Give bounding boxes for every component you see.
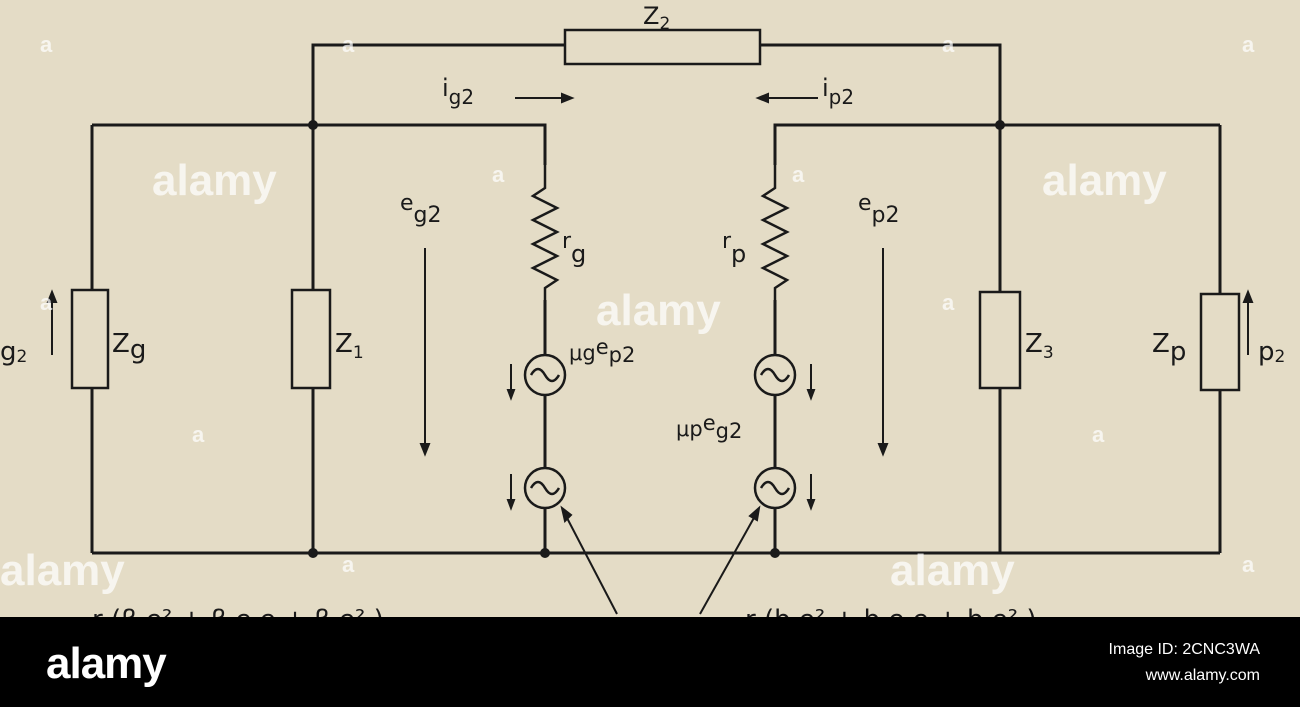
svg-text:rg: rg — [562, 229, 586, 268]
image-id: Image ID: 2CNC3WA — [1108, 641, 1260, 658]
mu-p-label: μ — [676, 417, 689, 441]
source-mu-p — [753, 353, 797, 397]
svg-text:a: a — [192, 422, 205, 447]
svg-text:μpeg2: μpeg2 — [676, 411, 742, 443]
ep2-label-sub: p2 — [872, 203, 900, 228]
junction-dots — [308, 120, 1005, 558]
zp-label: Z — [1152, 329, 1170, 359]
mu-p-label-e: e — [703, 411, 716, 435]
footer-logo[interactable]: alamy — [46, 639, 167, 688]
source-lower-right — [753, 466, 797, 510]
svg-text:Z1: Z1 — [335, 329, 364, 363]
watermark-1: alamy — [152, 156, 277, 205]
svg-text:a: a — [1092, 422, 1105, 447]
source-mu-g — [523, 353, 567, 397]
svg-text:a: a — [1242, 32, 1255, 57]
rg-label-sub: g — [571, 240, 586, 268]
mu-g-label: μ — [569, 341, 582, 365]
right-edge-label: p — [1258, 337, 1275, 367]
rg-label: r — [562, 229, 572, 254]
source-lower-left — [523, 466, 567, 510]
svg-text:a: a — [1242, 552, 1255, 577]
rp-label-sub: p — [731, 240, 746, 268]
mu-g-label-sub2: p2 — [609, 343, 636, 367]
z2-label: Z — [643, 2, 659, 30]
mu-p-label-sub1: p — [689, 417, 702, 441]
watermark-4: alamy — [0, 546, 125, 595]
svg-text:a: a — [942, 290, 955, 315]
site-url[interactable]: www.alamy.com — [1145, 667, 1260, 684]
rg-resistor — [530, 165, 560, 300]
mu-p-label-sub2: g2 — [716, 419, 743, 443]
rp-label: r — [722, 229, 732, 254]
z2-label-sub: 2 — [659, 14, 670, 34]
left-edge-label: g — [0, 337, 17, 367]
svg-text:g2: g2 — [0, 337, 27, 367]
svg-text:p2: p2 — [1258, 337, 1285, 367]
rp-resistor — [760, 165, 790, 300]
z1-impedance — [290, 288, 332, 390]
svg-text:a: a — [792, 162, 805, 187]
svg-text:a: a — [492, 162, 505, 187]
svg-text:ig2: ig2 — [442, 74, 474, 109]
svg-text:a: a — [40, 290, 53, 315]
z3-label-sub: 3 — [1043, 343, 1054, 363]
zp-label-sub: p — [1170, 337, 1187, 367]
ig2-label-sub: g2 — [449, 85, 474, 109]
svg-text:a: a — [942, 32, 955, 57]
svg-text:Zg: Zg — [112, 329, 146, 365]
svg-text:Z3: Z3 — [1025, 329, 1054, 363]
svg-text:Zp: Zp — [1152, 329, 1186, 367]
ig2-label: i — [442, 74, 449, 102]
watermark-3: alamy — [1042, 156, 1167, 205]
svg-text:eg2: eg2 — [400, 191, 442, 228]
arrows — [46, 92, 1254, 615]
eg2-label: e — [400, 191, 414, 216]
svg-text:a: a — [342, 552, 355, 577]
svg-text:a: a — [342, 32, 355, 57]
svg-text:ip2: ip2 — [822, 74, 854, 109]
svg-text:a: a — [40, 32, 53, 57]
ip2-label: i — [822, 74, 829, 102]
z2-impedance — [563, 28, 762, 66]
zp-impedance — [1199, 292, 1241, 392]
circuit-wires — [90, 43, 1222, 555]
ep2-label: e — [858, 191, 872, 216]
right-edge-label-sub: 2 — [1275, 347, 1286, 367]
svg-text:μgep2: μgep2 — [569, 335, 635, 367]
z1-label: Z — [335, 329, 353, 359]
svg-text:Z2: Z2 — [643, 2, 670, 34]
mu-g-label-e: e — [596, 335, 609, 359]
left-edge-label-sub: 2 — [17, 347, 28, 367]
zg-impedance — [70, 288, 110, 390]
z3-impedance — [978, 290, 1022, 390]
watermark-small-marks: a a a a a a a a a a a a — [40, 32, 1255, 577]
svg-text:ep2: ep2 — [858, 191, 900, 228]
mu-g-label-sub1: g — [582, 341, 595, 365]
eg2-label-sub: g2 — [414, 203, 442, 228]
watermark-2: alamy — [596, 286, 721, 335]
svg-text:rp: rp — [722, 229, 746, 268]
zg-label: Z — [112, 329, 130, 359]
footer-meta: Image ID: 2CNC3WA www.alamy.com — [1109, 637, 1260, 689]
z1-label-sub: 1 — [353, 343, 364, 363]
z3-label: Z — [1025, 329, 1043, 359]
footer-bar: alamy Image ID: 2CNC3WA www.alamy.com — [0, 617, 1300, 707]
zg-label-sub: g — [130, 335, 147, 365]
ip2-label-sub: p2 — [829, 85, 854, 109]
watermark-5: alamy — [890, 546, 1015, 595]
